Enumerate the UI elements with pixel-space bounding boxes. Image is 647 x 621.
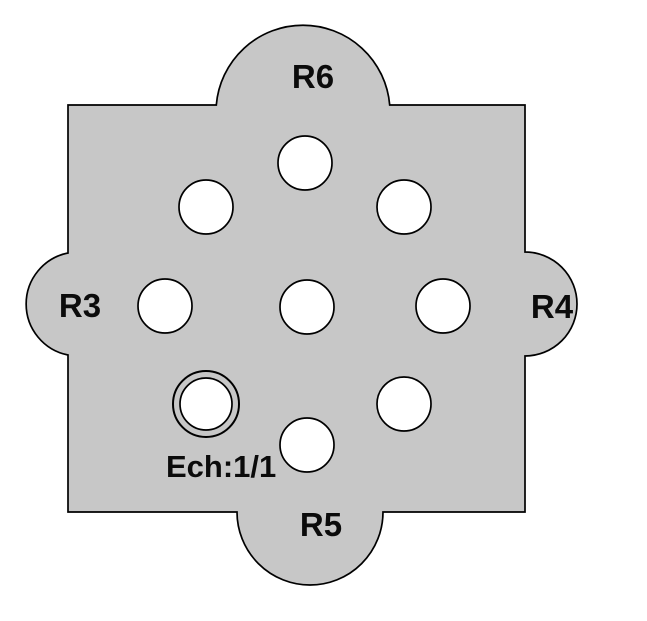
label-radius-right: R4 <box>531 288 574 325</box>
double-ring-hole <box>172 370 240 438</box>
double-ring-hole-outer <box>172 370 240 438</box>
label-radius-top: R6 <box>292 58 334 95</box>
hole-top <box>277 135 333 191</box>
label-radius-bottom: R5 <box>300 506 342 543</box>
hole-lower-right <box>376 376 432 432</box>
hole-center <box>279 279 335 335</box>
hole-bottom-center <box>279 417 335 473</box>
double-ring-hole-inner <box>179 377 233 431</box>
hole-upper-right <box>376 179 432 235</box>
hole-upper-left <box>178 179 234 235</box>
hole-middle-left <box>137 278 193 334</box>
label-radius-left: R3 <box>59 287 101 324</box>
label-scale: Ech:1/1 <box>166 449 276 484</box>
holes <box>137 135 471 473</box>
hole-middle-right <box>415 278 471 334</box>
